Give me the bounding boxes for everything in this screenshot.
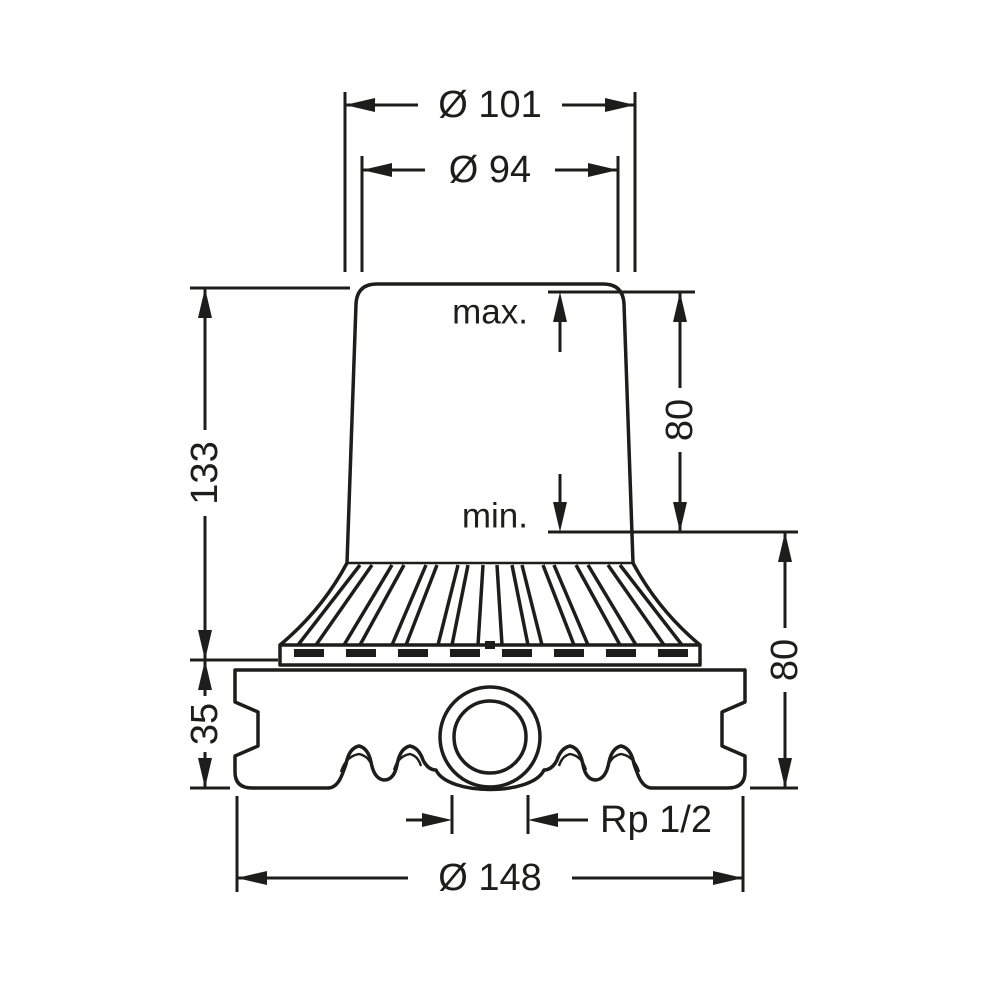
skirt-ribs	[296, 563, 684, 647]
base-outline	[233, 668, 747, 792]
height-133-label: 133	[184, 441, 226, 504]
skirt-rib	[606, 563, 666, 647]
plate-slot	[658, 649, 688, 657]
plate-slot	[398, 649, 428, 657]
skirt-rib	[476, 564, 485, 646]
arrowhead-right	[422, 813, 452, 827]
plate-center-mark	[485, 641, 495, 649]
skirt-rib	[495, 564, 504, 646]
arrowhead-right	[605, 98, 635, 112]
tube-outline	[345, 282, 635, 564]
arrowhead-up	[673, 292, 687, 322]
plate-slot	[294, 649, 324, 657]
dimension-height-133: 133	[184, 286, 350, 662]
skirt-rib	[574, 564, 622, 646]
arrowhead-up	[198, 660, 212, 690]
socket-bore-circle	[452, 699, 528, 775]
dia-101-label: Ø 101	[438, 84, 542, 126]
plate-slot	[450, 649, 480, 657]
skirt-rib	[390, 564, 428, 646]
arrowhead-left	[237, 871, 267, 885]
plate-slot	[502, 649, 532, 657]
skirt-rib	[552, 564, 590, 646]
arrowhead-up	[198, 288, 212, 318]
socket-outer-circle	[438, 685, 542, 789]
skirt-rib	[618, 563, 684, 647]
skirt-rib	[541, 564, 576, 646]
skirt-rib	[404, 564, 439, 646]
arrowhead-left	[362, 163, 392, 177]
dia-148-label: Ø 148	[438, 857, 542, 899]
base-inner-detail	[339, 752, 641, 773]
skirt-rib	[296, 563, 362, 647]
arrowhead-down	[198, 758, 212, 788]
arrowhead-right	[588, 163, 618, 177]
arrowhead-left	[345, 98, 375, 112]
skirt-rib	[510, 564, 530, 646]
skirt-rib	[450, 564, 470, 646]
annotation-max: max.	[452, 290, 695, 352]
thread-label: Rp 1/2	[600, 799, 712, 841]
skirt-rib	[342, 564, 394, 646]
skirt-left-edge	[278, 562, 349, 647]
skirt-rib	[586, 564, 638, 646]
dimension-dia-101: Ø 101	[343, 84, 637, 272]
plate-slot	[554, 649, 584, 657]
dimensions: Ø 101 Ø 94 133	[184, 84, 806, 899]
skirt-right-edge	[631, 562, 702, 647]
skirt-rib	[358, 564, 406, 646]
arrowhead-down	[553, 502, 567, 532]
range-80-label: 80	[659, 399, 701, 441]
dia-94-label: Ø 94	[449, 149, 531, 191]
arrowhead-up	[553, 292, 567, 322]
depth-80-label: 80	[764, 639, 806, 681]
dimension-range-80: 80	[659, 292, 701, 532]
arrowhead-down	[778, 758, 792, 788]
base-35-label: 35	[184, 703, 226, 745]
skirt-rib	[520, 564, 544, 646]
dimension-dia-148: Ø 148	[235, 796, 745, 899]
plate-slot	[346, 649, 376, 657]
arrowhead-down	[673, 502, 687, 532]
arrowhead-left	[528, 813, 558, 827]
dimension-dia-94: Ø 94	[360, 149, 620, 272]
max-label: max.	[452, 293, 528, 332]
plate-slot	[606, 649, 636, 657]
arrowhead-right	[713, 871, 743, 885]
dimension-depth-80: 80	[750, 532, 806, 790]
dimension-thread-rp12: Rp 1/2	[406, 795, 712, 841]
min-label: min.	[462, 497, 528, 536]
skirt-rib	[314, 563, 374, 647]
mounting-plate	[278, 641, 702, 667]
dimension-base-35: 35	[184, 660, 230, 790]
arrowhead-down	[198, 630, 212, 660]
skirt-rib	[436, 564, 460, 646]
arrowhead-up	[778, 532, 792, 562]
fixture-body	[233, 282, 747, 792]
annotation-min: min.	[462, 474, 798, 536]
